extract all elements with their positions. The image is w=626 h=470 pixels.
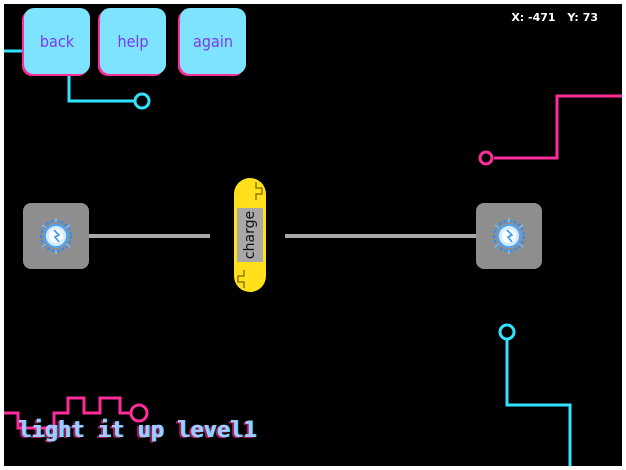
level-title-shadow: light it up level1 (16, 419, 255, 444)
circuit-terminal-cyan-bottom (498, 323, 516, 341)
switch-label: charge (242, 210, 258, 260)
x-label: X: (511, 11, 525, 24)
target-node[interactable] (476, 203, 542, 269)
level-title: light it up level1 light it up level1 (16, 418, 257, 444)
again-button-label[interactable]: again (180, 8, 246, 74)
switch-teeth (237, 182, 263, 288)
level-title-text: light it up level1 (18, 418, 257, 443)
help-button-label[interactable]: help (100, 8, 166, 74)
back-button[interactable]: back (22, 8, 90, 76)
circuit-terminal-cyan-top (133, 92, 151, 110)
help-button[interactable]: help (98, 8, 166, 76)
circuit-trace-cyan-bottom (505, 340, 572, 466)
circuit-terminal-pink-bottom (129, 403, 149, 423)
charge-switch[interactable]: charge (234, 178, 266, 292)
again-button[interactable]: again (178, 8, 246, 76)
circuit-lines (4, 49, 622, 466)
energy-orb-icon (493, 218, 525, 254)
x-value: -471 (528, 11, 556, 24)
circuit-trace-pink-right (494, 94, 622, 160)
y-value: 73 (582, 11, 598, 24)
energy-orb-icon (40, 218, 72, 254)
switch-plate (237, 208, 263, 262)
circuit-trace-cyan-top (67, 72, 134, 103)
circuit-trace-pink-bottom (4, 396, 132, 430)
circuit-terminal-pink-right (478, 150, 494, 166)
game-stage: X: -471 Y: 73 back help again (4, 4, 622, 466)
source-node[interactable] (23, 203, 89, 269)
coordinate-readout: X: -471 Y: 73 (511, 11, 598, 24)
back-button-label[interactable]: back (24, 8, 90, 74)
y-label: Y: (567, 11, 579, 24)
